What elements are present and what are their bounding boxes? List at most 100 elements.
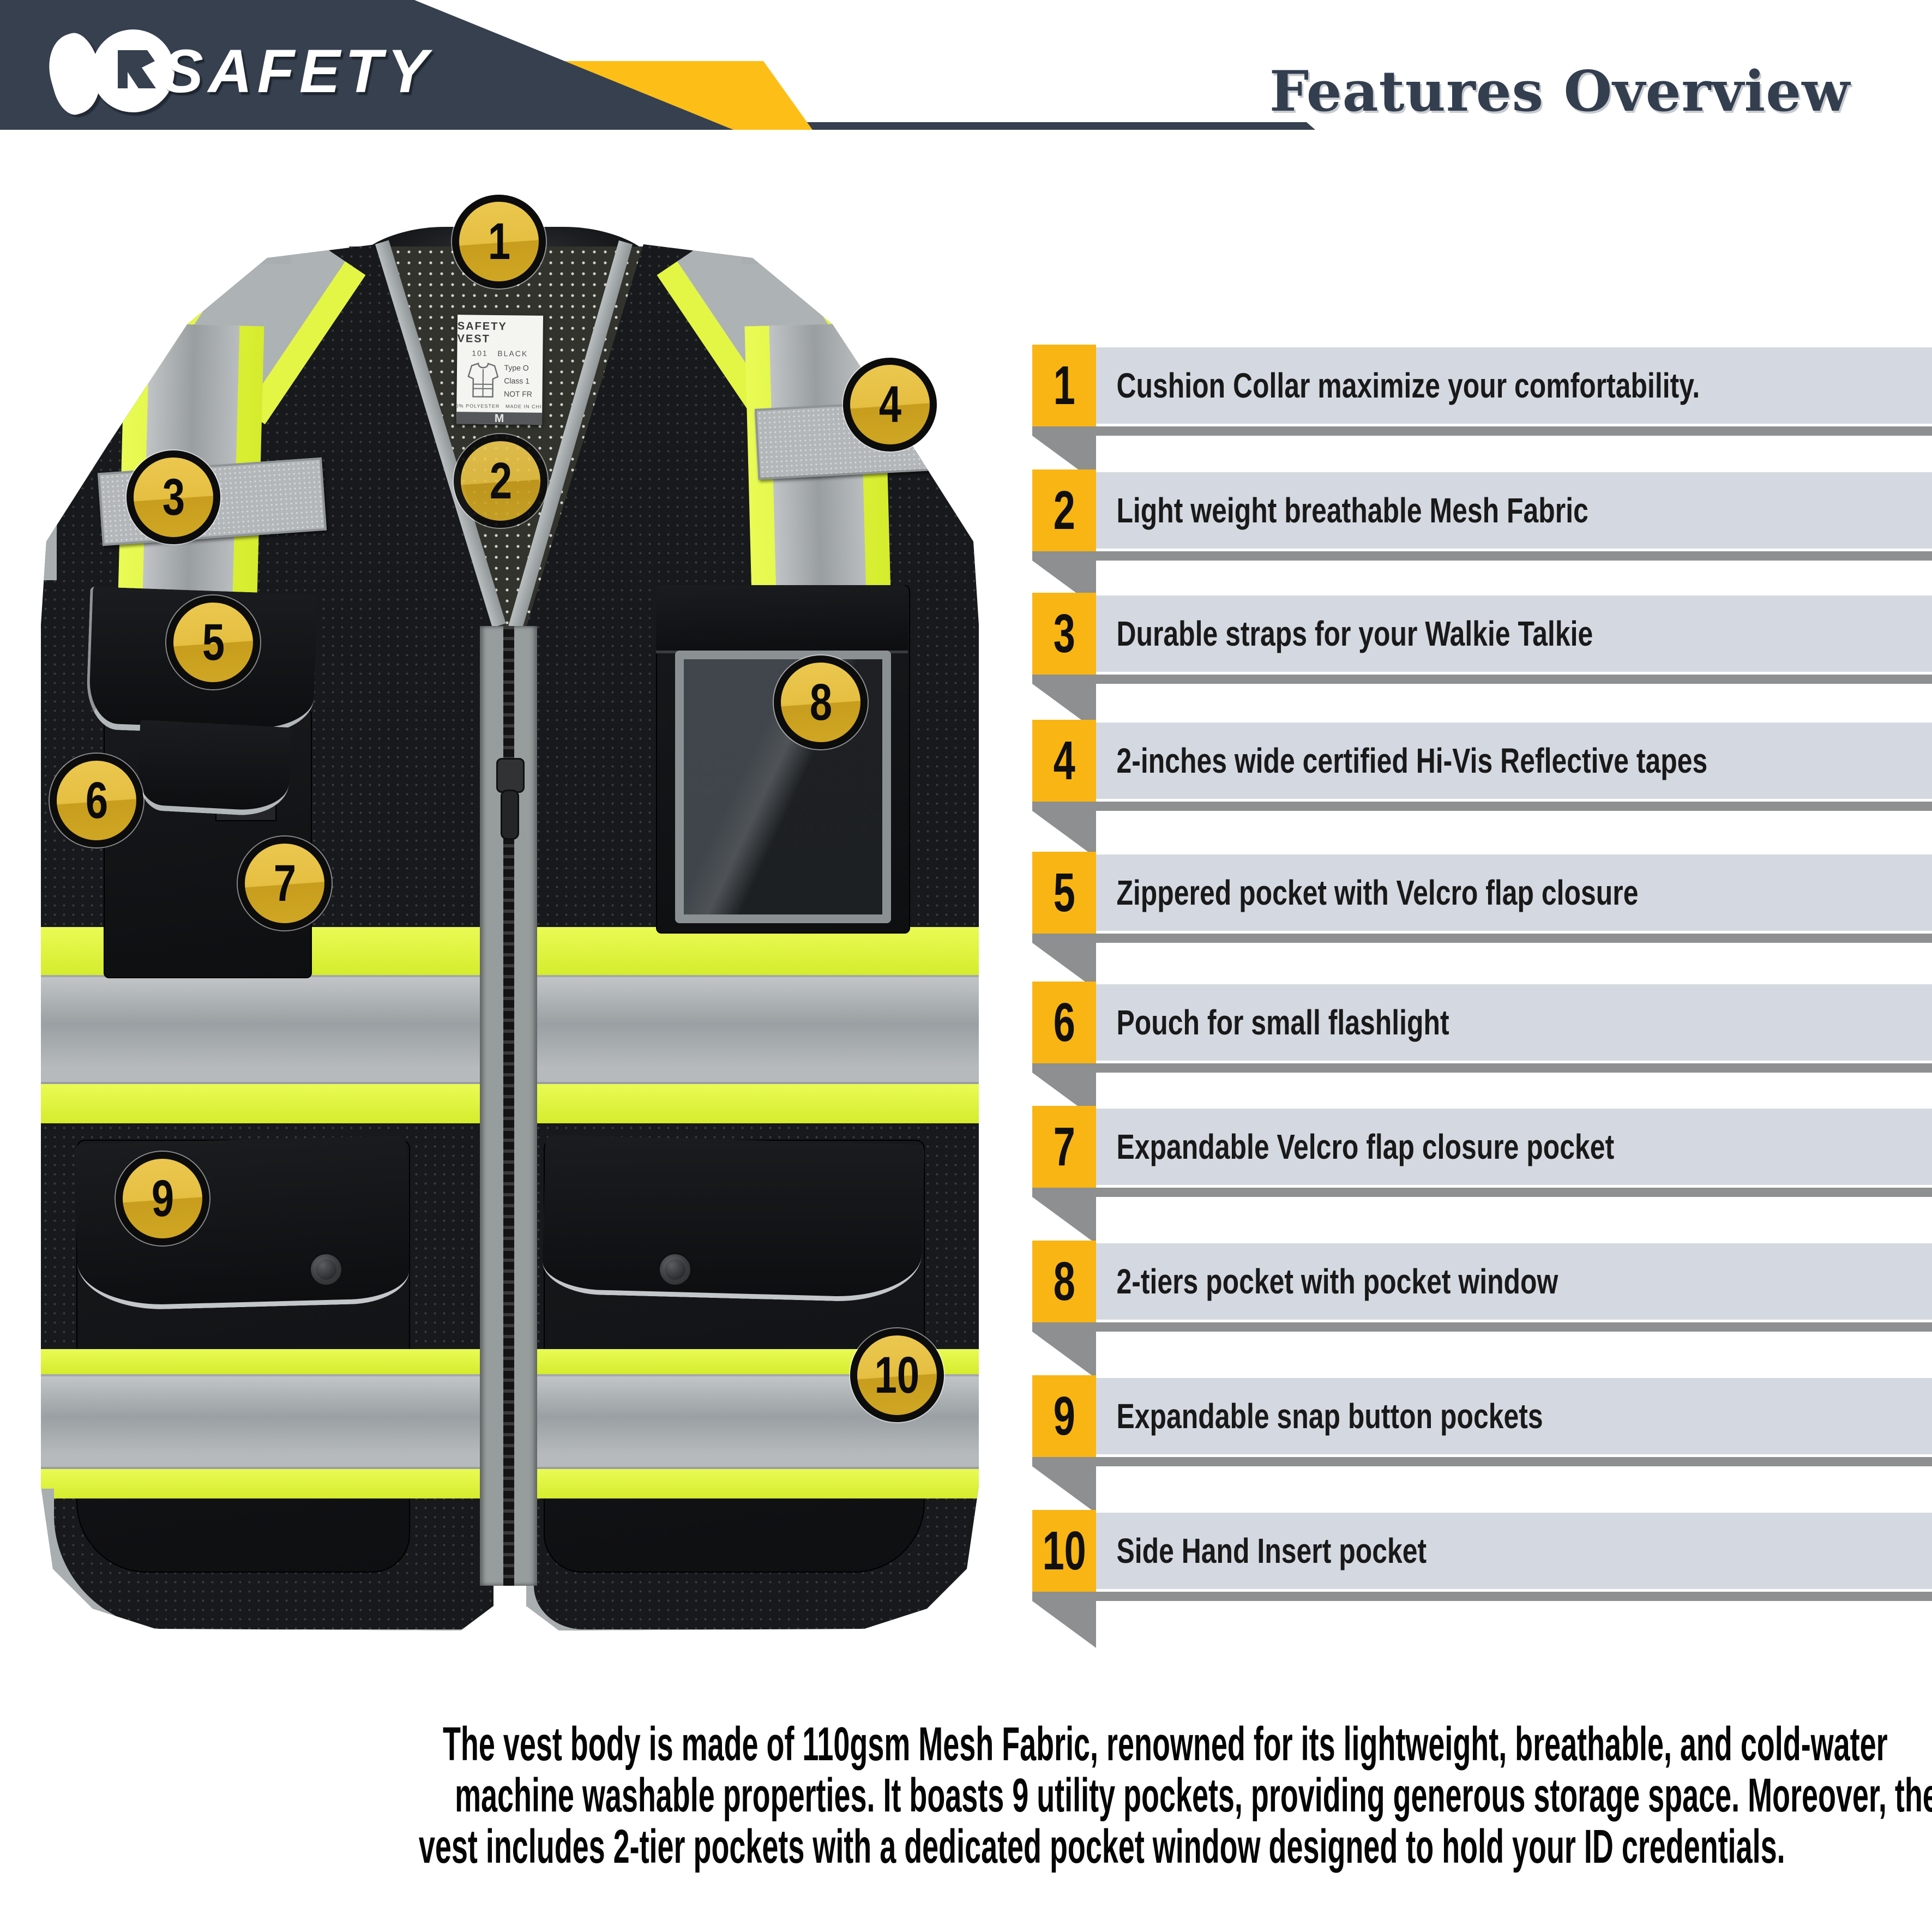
feature-banner: 2-inches wide certified Hi-Vis Reflectiv… xyxy=(1096,723,1932,799)
feature-row: 3 Durable straps for your Walkie Talkie xyxy=(1032,593,1932,736)
feature-number: 10 xyxy=(1042,1520,1086,1581)
feature-number: 2 xyxy=(1053,479,1075,541)
callout-badge: 9 xyxy=(116,1152,209,1245)
feature-text: 2-tiers pocket with pocket window xyxy=(1116,1262,1558,1301)
feature-row: 1 Cushion Collar maximize your comfortab… xyxy=(1032,345,1932,488)
vest-neck-label: SAFETY VEST 101 BLACK Type O Class 1 NOT… xyxy=(456,315,544,425)
callout-badge: 2 xyxy=(454,434,547,528)
footer-line-3: vest includes 2-tier pockets with a dedi… xyxy=(418,1820,1785,1873)
lower-band-silver-left xyxy=(41,1374,493,1469)
feature-number-box: 5 xyxy=(1032,852,1096,934)
callout-badge-number: 8 xyxy=(809,673,832,731)
feature-number-box: 10 xyxy=(1032,1510,1096,1592)
feature-number: 5 xyxy=(1053,862,1075,923)
feature-number-box: 6 xyxy=(1032,982,1096,1063)
feature-row: 4 2-inches wide certified Hi-Vis Reflect… xyxy=(1032,720,1932,863)
callout-badge: 3 xyxy=(127,450,220,544)
feature-number-box: 2 xyxy=(1032,470,1096,551)
feature-banner: Expandable snap button pockets xyxy=(1096,1378,1932,1454)
feature-banner-shadow xyxy=(1032,1592,1932,1601)
callout-badge-number: 6 xyxy=(85,771,108,829)
feature-number-box: 3 xyxy=(1032,593,1096,675)
feature-row: 6 Pouch for small flashlight xyxy=(1032,982,1932,1125)
feature-text: Zippered pocket with Velcro flap closure xyxy=(1116,873,1639,912)
feature-banner: Cushion Collar maximize your comfortabil… xyxy=(1096,347,1932,424)
callout-badge: 6 xyxy=(50,754,143,847)
callout-badge-number: 5 xyxy=(202,613,225,671)
feature-banner: Zippered pocket with Velcro flap closure xyxy=(1096,854,1932,931)
feature-number-box: 4 xyxy=(1032,720,1096,802)
footer-line-2: machine washable properties. It boasts 9… xyxy=(455,1769,1932,1822)
feature-text: Side Hand Insert pocket xyxy=(1116,1531,1427,1570)
feature-text: Durable straps for your Walkie Talkie xyxy=(1116,614,1593,653)
feature-number-box: 8 xyxy=(1032,1241,1096,1322)
feature-number: 1 xyxy=(1053,354,1075,416)
callout-badge-number: 1 xyxy=(487,212,510,270)
feature-row: 2 Light weight breathable Mesh Fabric xyxy=(1032,470,1932,613)
callout-badge: 5 xyxy=(166,595,260,689)
callout-badge-number: 2 xyxy=(489,452,512,510)
feature-number-box: 7 xyxy=(1032,1106,1096,1188)
feature-banner-shadow xyxy=(1032,934,1932,943)
feature-banner: Side Hand Insert pocket xyxy=(1096,1513,1932,1589)
zipper-pull xyxy=(501,790,519,840)
callout-badge: 7 xyxy=(238,836,332,930)
feature-row: 10 Side Hand Insert pocket xyxy=(1032,1510,1932,1653)
feature-number: 7 xyxy=(1053,1116,1075,1177)
feature-banner: Light weight breathable Mesh Fabric xyxy=(1096,472,1932,549)
feature-text: Cushion Collar maximize your comfortabil… xyxy=(1116,366,1700,405)
callout-badge-number: 7 xyxy=(273,854,296,912)
feature-number: 4 xyxy=(1053,730,1075,791)
label-vest-icon xyxy=(467,362,498,398)
feature-row: 9 Expandable snap button pockets xyxy=(1032,1375,1932,1519)
callout-badge-number: 9 xyxy=(151,1169,174,1227)
zipper-slider xyxy=(496,758,525,793)
brand-logo: SAFETY xyxy=(38,22,433,120)
snap-button-left xyxy=(309,1253,343,1286)
feature-banner-shadow xyxy=(1032,1188,1932,1197)
feature-banner-shadow xyxy=(1032,1322,1932,1332)
feature-row: 5 Zippered pocket with Velcro flap closu… xyxy=(1032,852,1932,995)
header-underline xyxy=(730,122,1315,130)
feature-banner-shadow xyxy=(1032,551,1932,561)
snap-button-right xyxy=(658,1253,692,1286)
chest-band-yellow-bottom-right xyxy=(526,1084,979,1123)
callout-badge: 4 xyxy=(843,358,937,452)
feature-banner: Pouch for small flashlight xyxy=(1096,984,1932,1061)
feature-number-box: 1 xyxy=(1032,345,1096,426)
feature-ribbon-fold xyxy=(1032,1197,1096,1244)
feature-number: 8 xyxy=(1053,1250,1075,1312)
feature-banner-shadow xyxy=(1032,1457,1932,1466)
feature-banner-shadow xyxy=(1032,426,1932,436)
feature-number: 3 xyxy=(1053,603,1075,664)
feature-text: Light weight breathable Mesh Fabric xyxy=(1116,491,1588,530)
feature-number-box: 9 xyxy=(1032,1375,1096,1457)
feature-text: 2-inches wide certified Hi-Vis Reflectiv… xyxy=(1116,741,1708,780)
footer-line-1: The vest body is made of 110gsm Mesh Fab… xyxy=(442,1718,1888,1771)
callout-badge: 10 xyxy=(850,1328,944,1422)
lower-band-yellow-top-left xyxy=(41,1349,493,1374)
feature-ribbon-fold xyxy=(1032,1601,1096,1648)
feature-row: 8 2-tiers pocket with pocket window xyxy=(1032,1241,1932,1384)
chest-band-yellow-bottom-left xyxy=(41,1084,493,1123)
chest-band-silver-left xyxy=(41,975,493,1084)
callout-badge: 8 xyxy=(774,655,868,749)
feature-banner: 2-tiers pocket with pocket window xyxy=(1096,1243,1932,1320)
zipper-teeth xyxy=(503,626,514,1586)
feature-banner: Durable straps for your Walkie Talkie xyxy=(1096,595,1932,672)
callout-badge-number: 4 xyxy=(878,375,901,434)
feature-banner-shadow xyxy=(1032,1063,1932,1073)
feature-banner: Expandable Velcro flap closure pocket xyxy=(1096,1109,1932,1185)
feature-row: 7 Expandable Velcro flap closure pocket xyxy=(1032,1106,1932,1249)
chest-band-silver-right xyxy=(526,975,979,1084)
feature-banner-shadow xyxy=(1032,802,1932,811)
feature-text: Expandable Velcro flap closure pocket xyxy=(1116,1127,1615,1166)
feature-number: 9 xyxy=(1053,1385,1075,1447)
feature-text: Expandable snap button pockets xyxy=(1116,1397,1543,1436)
chest-band-yellow-top-right xyxy=(526,927,979,975)
callout-badge: 1 xyxy=(452,195,546,288)
